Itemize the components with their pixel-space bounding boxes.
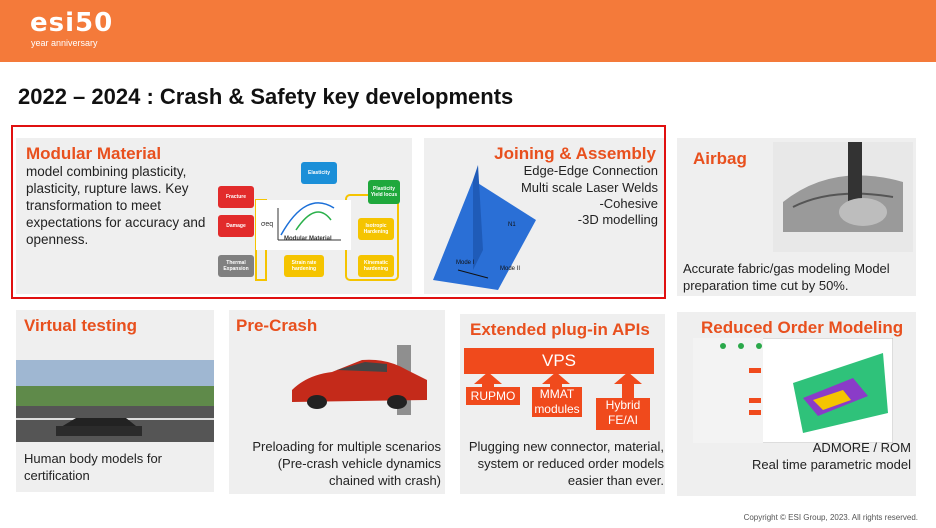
car-crash-image	[292, 345, 427, 415]
weld-plates-illustration	[433, 165, 536, 290]
highlight-frame	[11, 125, 666, 299]
label-n1: N1	[508, 222, 516, 228]
joining-line-2: Multi scale Laser Welds	[520, 180, 658, 195]
box-fracture: Fracture	[218, 186, 254, 208]
plugin-arrows	[474, 372, 642, 400]
copyright-notice: Copyright © ESI Group, 2023. All rights …	[743, 513, 918, 522]
diagram-connectors: σeq	[255, 194, 399, 281]
label-mode1: Mode I	[456, 260, 475, 266]
label-mode2: Mode II	[500, 266, 521, 272]
airbag-simulation-image	[773, 142, 913, 252]
virtual-testing-title: Virtual testing	[24, 316, 138, 335]
airbag-caption: Accurate fabric/gas modeling Model prepa…	[683, 261, 890, 293]
box-damage: Damage	[218, 215, 254, 237]
pre-crash-title: Pre-Crash	[236, 316, 318, 335]
rom-card: Reduced Order Modeling ADMORE / ROM Real…	[677, 312, 916, 496]
svg-text:σeq: σeq	[261, 221, 273, 228]
virtual-testing-caption: Human body models for certification	[24, 451, 163, 483]
pre-crash-card: Pre-Crash Preloading for multiple scenar…	[229, 310, 445, 494]
rom-caption-2: Real time parametric model	[752, 457, 911, 472]
modular-material-title: Modular Material	[26, 144, 162, 163]
modular-material-diagram: σeq Elasticity Fracture Damage Plasticit…	[206, 160, 401, 288]
esi-logo: esi50	[30, 8, 114, 38]
airbag-card: Airbag Accurate fabric/gas modeling Mode…	[677, 138, 916, 296]
header-bar: esi50 year anniversary	[0, 0, 936, 62]
slide-title: 2022 – 2024 : Crash & Safety key develop…	[18, 84, 514, 109]
logo-subtitle: year anniversary	[31, 38, 98, 48]
plugin-apis-caption: Plugging new connector, material, system…	[468, 439, 664, 488]
virtual-testing-card: Virtual testing Human body models for ce…	[16, 310, 214, 492]
joining-assembly-card: N1 Mode I Mode II Joining & Assembly Edg…	[424, 138, 664, 294]
box-strain-rate: Strain rate hardening	[284, 255, 324, 277]
airbag-title: Airbag	[693, 149, 747, 168]
joining-line-3: -Cohesive	[599, 196, 658, 211]
module-rupmo: RUPMO	[466, 387, 520, 405]
plugin-apis-card: Extended plug-in APIs VPS RUPMO MMAT mod…	[460, 314, 665, 494]
joining-line-1: Edge-Edge Connection	[523, 163, 658, 178]
modular-material-card: Modular Material model combining plastic…	[16, 138, 412, 294]
rom-title: Reduced Order Modeling	[701, 318, 904, 337]
joining-line-4: -3D modelling	[577, 212, 658, 227]
box-kinematic: Kinematic hardening	[358, 255, 394, 277]
rom-caption-1: ADMORE / ROM	[812, 440, 911, 455]
road-scene-image	[16, 360, 214, 442]
box-isotropic: Isotropic Hardening	[358, 218, 394, 240]
vps-bar: VPS	[464, 348, 654, 374]
box-plasticity: Plasticity Yield locus	[368, 180, 400, 204]
module-mmat: MMAT modules	[532, 387, 582, 417]
modular-material-center-label: Modular Material	[284, 236, 332, 242]
joining-assembly-title: Joining & Assembly	[494, 144, 656, 163]
box-elasticity: Elasticity	[301, 162, 337, 184]
pre-crash-caption: Preloading for multiple scenarios (Pre-c…	[252, 439, 441, 488]
box-thermal: Thermal Expansion	[218, 255, 254, 277]
modular-material-text: model combining plasticity, plasticity, …	[26, 164, 206, 247]
module-hybrid: Hybrid FE/AI	[596, 398, 650, 430]
rom-software-screenshot	[693, 338, 893, 443]
plugin-apis-title: Extended plug-in APIs	[470, 320, 650, 339]
